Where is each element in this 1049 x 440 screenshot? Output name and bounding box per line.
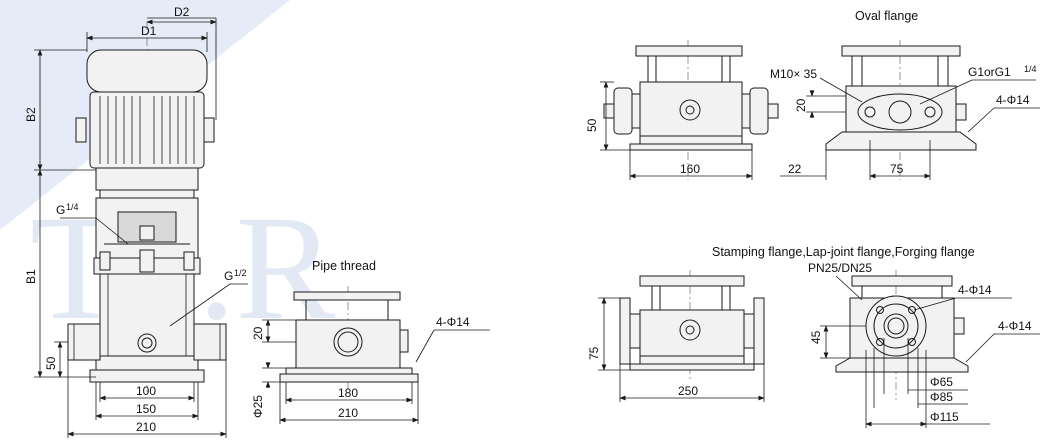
pipe-thread-bolt: 4-Φ14 (436, 315, 470, 329)
pipe-thread-view: Pipe thread 20 4-Φ14 Φ (251, 259, 490, 424)
stamping-phi85: Φ85 (930, 390, 953, 404)
pipe-thread-casing (295, 319, 401, 369)
oval-h50: 50 (585, 118, 599, 132)
stamping-phi115: Φ115 (930, 410, 959, 424)
pipe-thread-h20: 20 (251, 326, 265, 340)
terminal-box-left (75, 117, 87, 143)
stamping-bolt-side: 4-Φ14 (998, 319, 1032, 333)
outlet-port (193, 323, 227, 361)
oval-side-flange-right (749, 87, 769, 135)
b1-label: B1 (24, 269, 38, 284)
pipe-thread-w180: 180 (338, 386, 358, 400)
motor-flange (95, 167, 199, 191)
pipe-thread-title: Pipe thread (312, 259, 376, 273)
stamping-side-flange-left (619, 297, 631, 365)
oval-h20: 20 (794, 98, 808, 112)
motor-body (89, 91, 205, 169)
oval-m10: M10× 35 (770, 67, 817, 81)
oval-flange-title: Oval flange (855, 9, 918, 23)
g14-fraction: 1/4 (66, 202, 79, 212)
stamping-bolt-top: 4-Φ14 (958, 283, 992, 297)
terminal-box-right (203, 117, 215, 143)
w100-label: 100 (136, 384, 156, 398)
stamping-flange-subtitle: PN25/DN25 (808, 261, 872, 275)
stamping-front-base (835, 357, 969, 373)
stamping-flange-title: Stamping flange,Lap-joint flange,Forging… (712, 245, 975, 259)
d2-label: D2 (174, 5, 190, 19)
stamping-flange-dims (598, 275, 1040, 428)
b2-label: B2 (24, 107, 38, 122)
oval-g1-fraction: 1/4 (1024, 64, 1037, 74)
dimension-lines (34, 17, 248, 438)
oval-front-base (825, 131, 977, 151)
stamping-w250: 250 (678, 384, 698, 398)
pipe-thread-w210: 210 (338, 406, 358, 420)
oval-bolt: 4-Φ14 (996, 93, 1030, 107)
oval-side-casing (639, 81, 743, 137)
oval-g1: G1orG1 (968, 65, 1011, 79)
stamping-side-flange-right (753, 297, 765, 365)
g12-fraction: 1/2 (234, 268, 247, 278)
oval-d22: 22 (788, 162, 802, 176)
g14-label: G (56, 203, 65, 217)
inlet-port (67, 323, 101, 361)
pipe-thread-port (333, 327, 363, 357)
drain-plug (137, 333, 157, 353)
pipe-thread-dims (262, 319, 490, 424)
stamping-phi65: Φ65 (930, 375, 953, 389)
pipe-thread-phi25: Φ25 (251, 395, 265, 418)
w210-label: 210 (136, 420, 156, 434)
oval-w75: 75 (890, 162, 904, 176)
oval-side-flange-left (613, 87, 633, 135)
stamping-flange-plate (865, 295, 927, 357)
w150-label: 150 (136, 402, 156, 416)
oval-w160: 160 (680, 162, 700, 176)
pump-casing (99, 273, 195, 357)
d1-label: D1 (141, 24, 157, 38)
oval-flange-view: Oval flange (585, 9, 1040, 180)
stamping-flange-view: Stamping flange,Lap-joint flange,Forging… (587, 245, 1040, 428)
oval-flange-plate (857, 93, 943, 131)
front-view: D1 D2 B2 B1 G 1/4 G 1/2 50 100 150 210 (24, 5, 248, 438)
stamping-h45: 45 (809, 330, 823, 344)
oval-flange-dims (600, 77, 1040, 180)
g12-label: G (224, 269, 233, 283)
motor-fan-cover (86, 49, 208, 93)
h50-label: 50 (44, 356, 58, 370)
stamping-h75: 75 (587, 346, 601, 360)
